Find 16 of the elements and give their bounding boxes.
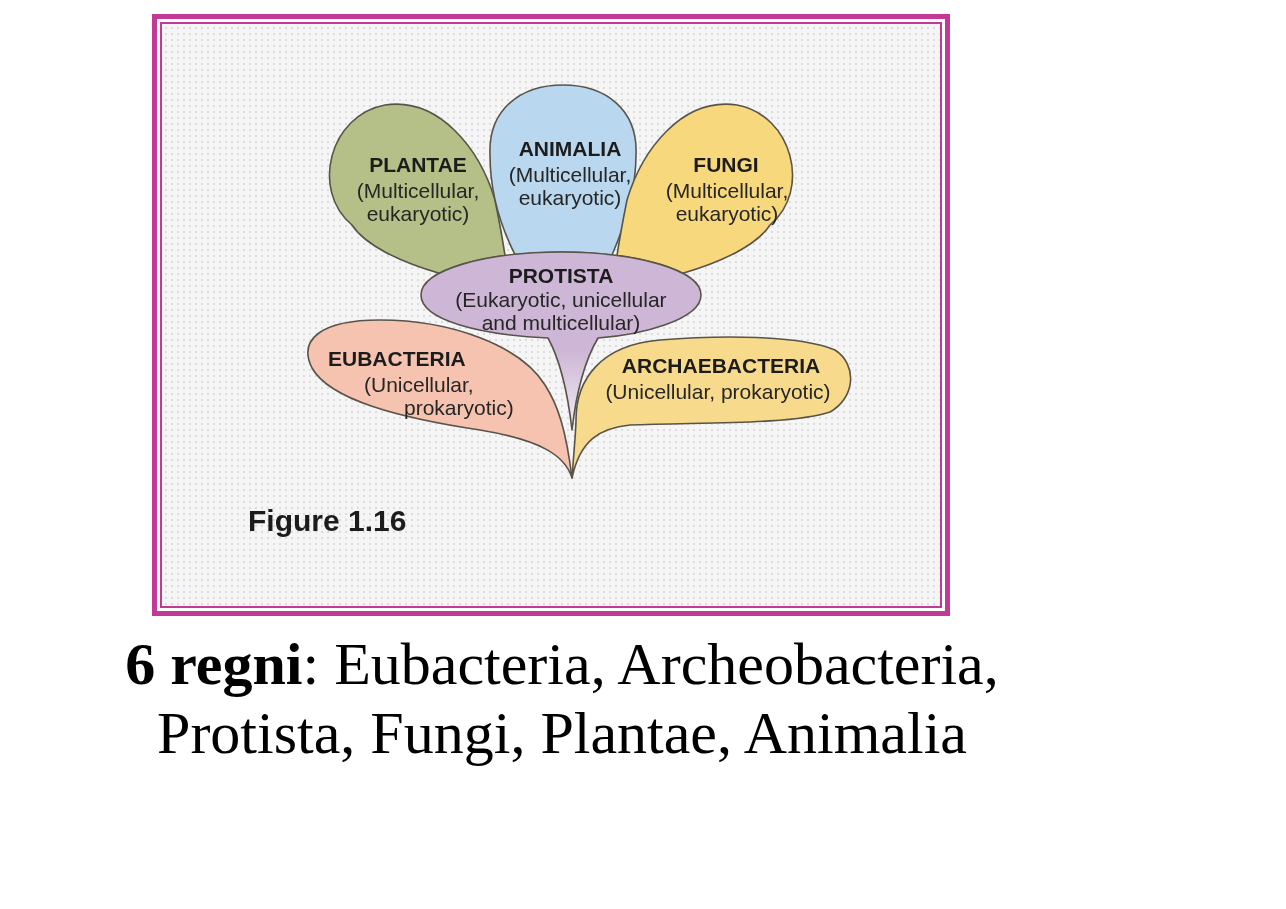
figure-number: Figure 1.16 xyxy=(248,504,407,538)
figure-frame xyxy=(152,14,950,616)
petal-description: (Multicellular, eukaryotic) xyxy=(507,163,633,209)
petal-title: EUBACTERIA xyxy=(328,347,466,370)
petal-title: FUNGI xyxy=(693,153,759,176)
petal-description: (Unicellular, prokaryotic) xyxy=(364,373,515,419)
petal-title: PLANTAE xyxy=(369,153,467,176)
petal-title: ARCHAEBACTERIA xyxy=(621,354,821,377)
petal-description: (Multicellular, eukaryotic) xyxy=(355,179,481,225)
petal-description: (Unicellular, prokaryotic) xyxy=(604,380,832,403)
petal-title: PROTISTA xyxy=(508,264,614,287)
petal-description: (Multicellular, eukaryotic) xyxy=(664,179,790,225)
petal-description: (Eukaryotic, unicellular and multicellular) xyxy=(454,288,668,334)
petal-title: ANIMALIA xyxy=(518,137,622,160)
petal-shape xyxy=(487,83,639,257)
caption-text: 6 regni: Eubacteria, Archeobacteria, Protista, Fungi, Plantae, Animalia xyxy=(124,630,1000,768)
